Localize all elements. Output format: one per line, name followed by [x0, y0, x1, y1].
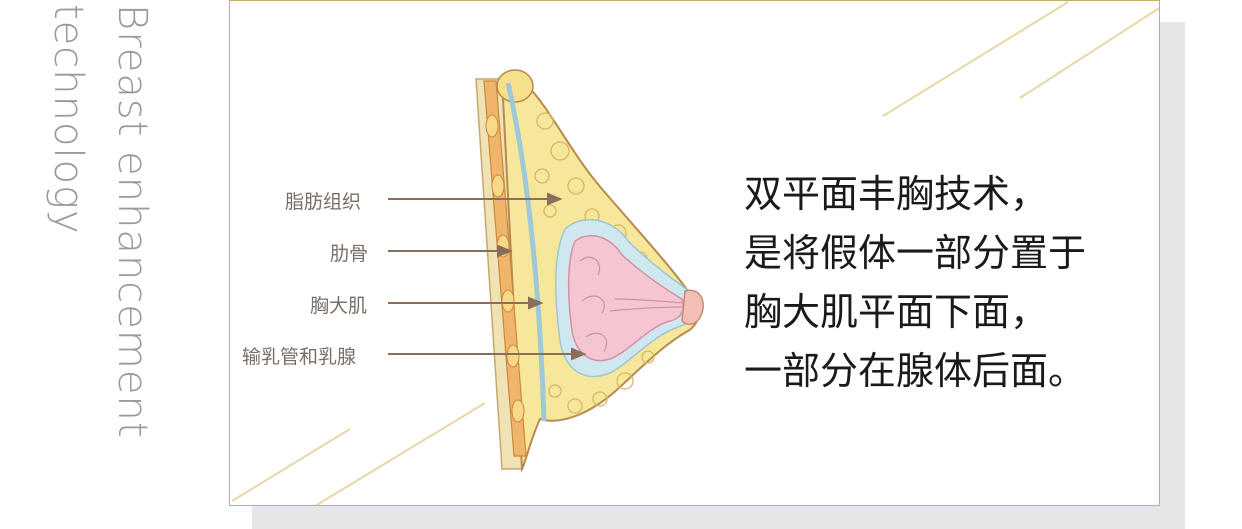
breast-anatomy-diagram [388, 69, 704, 473]
side-title: Breast enhancement technology [36, 4, 166, 504]
side-title-line-1: Breast enhancement [109, 4, 155, 439]
nipple [681, 289, 704, 326]
deco-line-top-1 [882, 1, 1069, 117]
gland-lobules [579, 256, 686, 352]
pectoral-muscle [505, 82, 547, 422]
description-line-1: 双平面丰胸技术， [744, 172, 1049, 216]
deco-line-bottom-1 [231, 428, 351, 502]
label-pectoral-muscle: 胸大肌 [310, 295, 368, 317]
arrow-duct-head [571, 347, 587, 361]
side-title-line-2: technology [45, 4, 91, 235]
label-ribs: 肋骨 [330, 243, 369, 265]
deco-line-top-2 [1019, 7, 1159, 99]
arrow-fat-head [547, 192, 563, 206]
description-line-2: 是将假体一部分置于 [744, 231, 1087, 275]
mammary-gland [567, 235, 684, 362]
label-ducts-glands: 输乳管和乳腺 [242, 346, 357, 368]
decorative-lines [231, 1, 1159, 505]
label-arrows [388, 192, 587, 361]
label-fat-tissue: 脂肪组织 [285, 191, 362, 213]
top-fat-blob [496, 69, 534, 103]
description-text: 双平面丰胸技术， 是将假体一部分置于 胸大肌平面下面， 一部分在腺体后面。 [744, 165, 1156, 401]
arrow-rib-head [497, 244, 513, 258]
deco-line-bottom-2 [314, 402, 486, 505]
arrow-pectoral-head [528, 296, 544, 310]
description-line-3: 胸大肌平面下面， [744, 290, 1049, 334]
description-line-4: 一部分在腺体后面。 [744, 349, 1087, 393]
ribs [485, 114, 525, 423]
content-card: 脂肪组织 肋骨 胸大肌 输乳管和乳腺 双平面丰胸技术， 是将假体一部分置于 胸大… [229, 0, 1160, 506]
